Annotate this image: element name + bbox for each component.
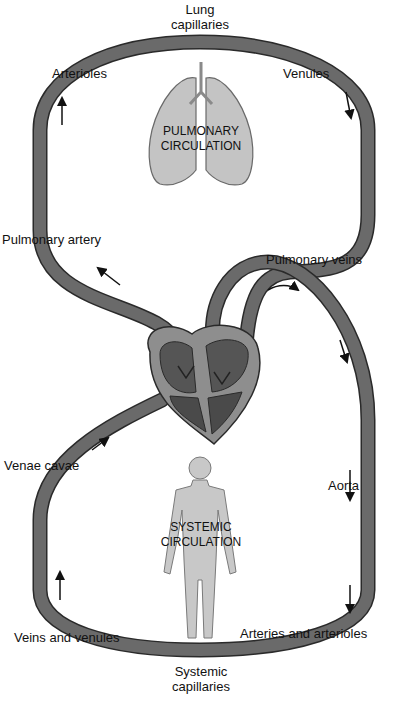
vessel-label: Pulmonary veins — [266, 252, 396, 267]
vessel-label: Venules — [283, 66, 373, 81]
vessel-label: Arterioles — [52, 66, 142, 81]
heart-illustration — [148, 325, 260, 444]
trachea — [190, 62, 212, 104]
circulation-title: SYSTEMIC CIRCULATION — [148, 520, 254, 550]
flow-arrow — [346, 92, 351, 118]
flow-arrow — [61, 98, 63, 125]
heart-outline — [148, 325, 260, 444]
heart-valves — [178, 366, 230, 384]
left-ventricle — [208, 392, 242, 434]
systemic-vessel-outline — [40, 262, 368, 650]
flow-arrows — [60, 92, 351, 612]
vessel-label: Arteries and arterioles — [240, 626, 400, 641]
flow-arrow — [340, 340, 347, 362]
vessel-label: Lung capillaries — [160, 2, 240, 32]
flow-arrow — [59, 572, 61, 600]
vessel-label: Veins and venules — [14, 630, 144, 645]
vessel-label: Systemic capillaries — [158, 664, 244, 694]
flow-arrow — [349, 585, 351, 612]
lungs-illustration — [149, 62, 253, 185]
flow-arrow — [92, 438, 108, 450]
vessel-label: Venae cavae — [4, 458, 124, 473]
flow-arrow — [98, 268, 120, 285]
vessel-label: Pulmonary artery — [2, 232, 132, 247]
vessel-label: Aorta — [328, 478, 398, 493]
systemic-vessel — [40, 262, 368, 650]
systemic-vessels — [40, 262, 368, 650]
right-ventricle — [170, 396, 206, 432]
circulation-title: PULMONARY CIRCULATION — [148, 124, 254, 154]
figure-body — [164, 480, 236, 638]
flow-arrow — [268, 286, 298, 291]
left-atrium — [206, 340, 248, 392]
figure-head — [189, 457, 211, 479]
